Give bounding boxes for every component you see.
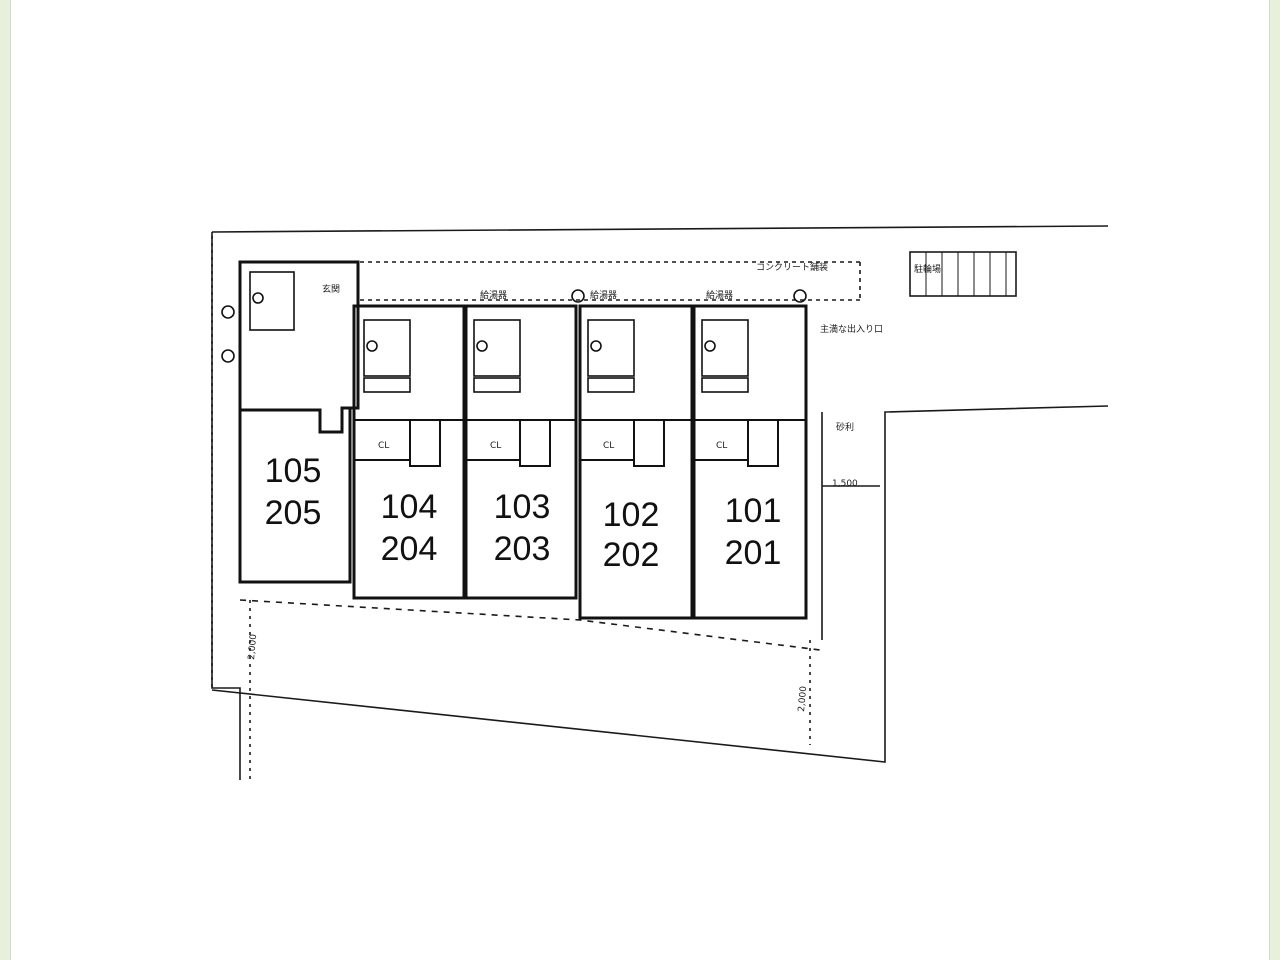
dimension-bottom: 2,000 [797, 685, 809, 712]
water-meter-label-2: 給湯器 [590, 289, 617, 301]
site-boundary-bottom [211, 405, 1109, 763]
kitchen-101 [701, 377, 749, 393]
unit-102-number: 102 [603, 496, 660, 534]
bathtub-102 [587, 319, 635, 377]
bicycle-slots [925, 252, 1007, 296]
unit-102-hall [633, 420, 665, 467]
drain-105 [252, 292, 264, 304]
bathtub-103 [473, 319, 521, 377]
drain-103 [476, 340, 488, 352]
unit-105-upper [238, 260, 360, 434]
closet-label-101: CL [716, 441, 727, 451]
water-meter-label-1: 給湯器 [480, 289, 507, 301]
main-entrance-label: 主満な出入り口 [820, 323, 883, 335]
meter-105 [221, 305, 235, 319]
unit-202-number: 202 [603, 536, 660, 574]
water-meter-label-3: 給湯器 [706, 289, 733, 301]
image-frame [10, 0, 1270, 960]
closet-label-104: CL [378, 441, 389, 451]
unit-203-number: 203 [494, 530, 551, 568]
bicycle-parking-label: 駐輪場 [914, 263, 941, 275]
kitchen-102 [587, 377, 635, 393]
unit-201-number: 201 [725, 534, 782, 572]
unit-101-hall [747, 420, 779, 467]
unit-104-outline [352, 304, 466, 600]
meter-102 [571, 289, 585, 303]
bathtub-104 [363, 319, 411, 377]
closet-label-102: CL [603, 441, 614, 451]
unit-103-number: 103 [494, 488, 551, 526]
kitchen-104 [363, 377, 411, 393]
meter-101 [793, 289, 807, 303]
meter-105b [221, 349, 235, 363]
drain-102 [590, 340, 602, 352]
drain-line [239, 599, 821, 651]
bathtub-101 [701, 319, 749, 377]
unit-104-hall [409, 420, 441, 467]
site-boundary-left [211, 232, 241, 780]
unit-105-number: 105 [265, 452, 322, 490]
concrete-label: コンクリート舗装 [756, 261, 828, 273]
dimension-left: 2,000 [247, 633, 259, 660]
bathtub-105 [249, 271, 295, 331]
site-boundary-top [211, 225, 1109, 233]
unit-103-outline [464, 304, 578, 600]
kitchen-103 [473, 377, 521, 393]
unit-101-outline [692, 304, 808, 620]
unit-103-hall [519, 420, 551, 467]
unit-205-number: 205 [265, 494, 322, 532]
gravel-label: 砂利 [836, 421, 854, 433]
unit-204-number: 204 [381, 530, 438, 568]
unit-102-outline [578, 304, 694, 620]
bicycle-parking [909, 251, 1017, 297]
dimension-right: 1,500 [832, 479, 858, 489]
unit-101-number: 101 [725, 492, 782, 530]
closet-label-103: CL [490, 441, 501, 451]
drain-104 [366, 340, 378, 352]
drain-101 [704, 340, 716, 352]
entrance-label: 玄関 [322, 283, 340, 295]
unit-104-number: 104 [381, 488, 438, 526]
unit-105-room [238, 408, 352, 584]
